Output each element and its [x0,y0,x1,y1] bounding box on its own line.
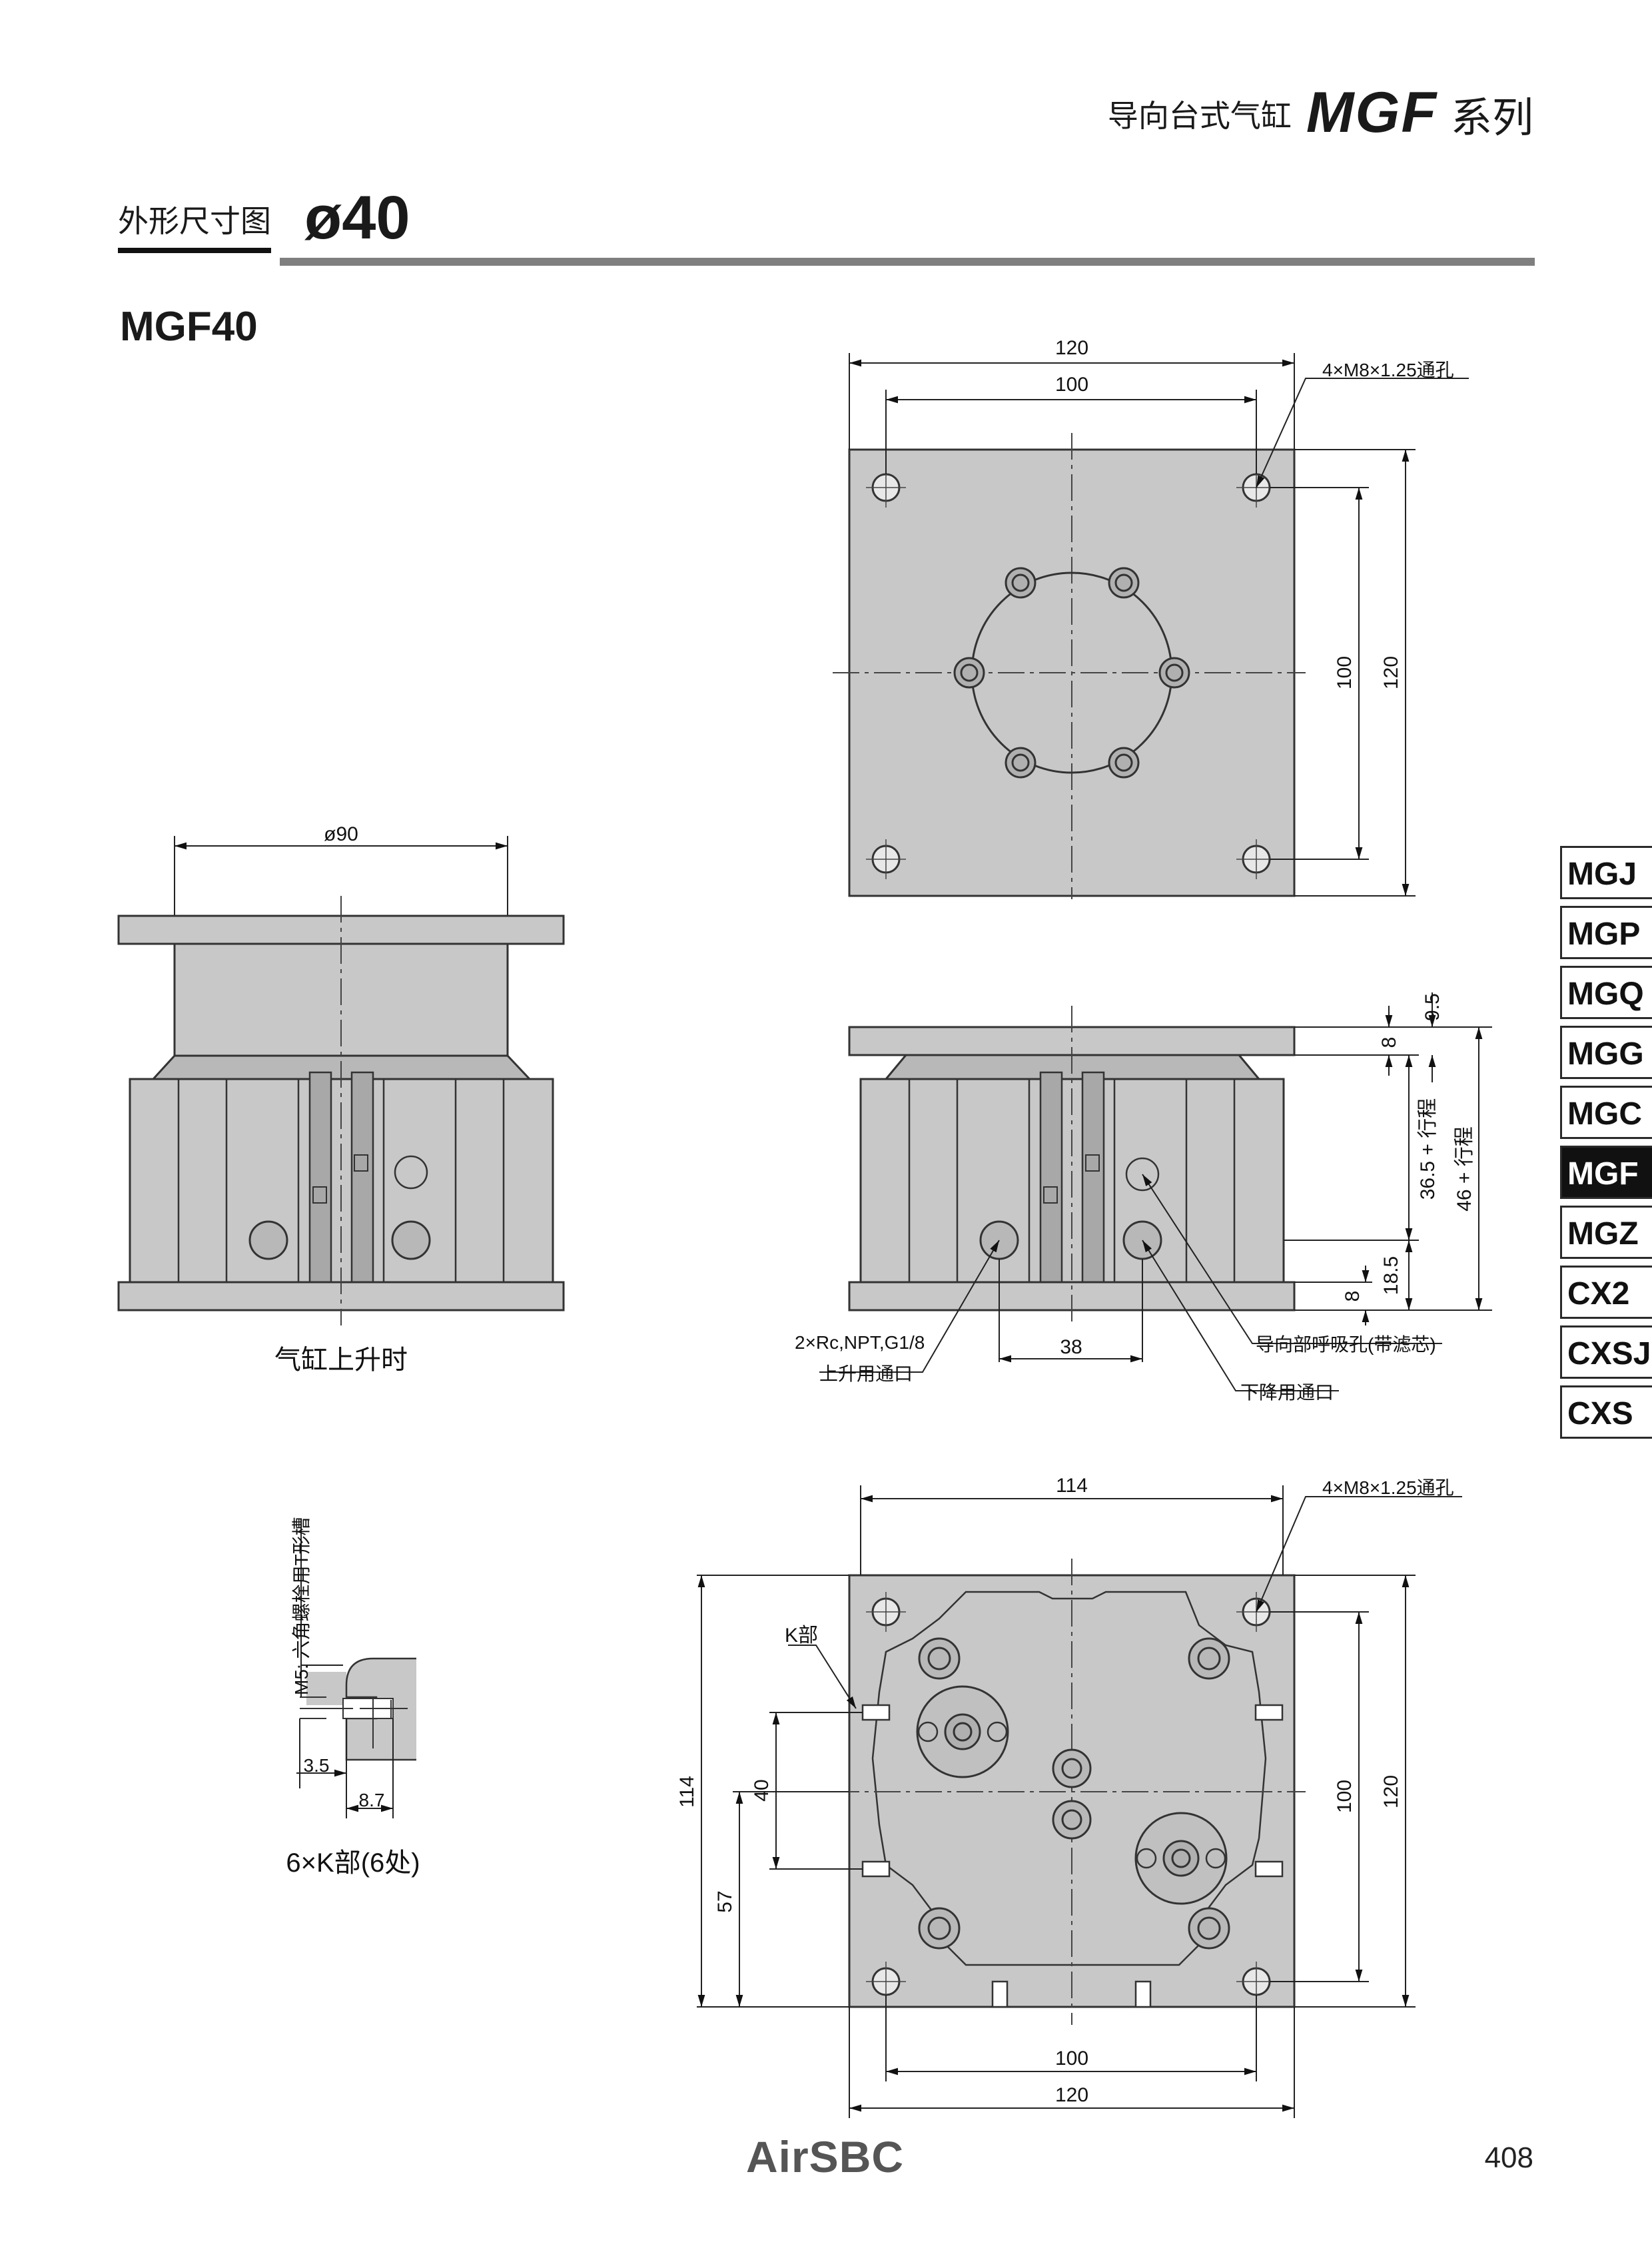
port-up-label: 上升用通口 [819,1363,913,1384]
front-dim-8-bottom: 8 [1342,1291,1364,1302]
slot-detail: M5: 六角螺栓用T形槽 3.5 8.7 [291,1517,416,1818]
port-down-label: 下降用通口 [1240,1382,1334,1403]
slot-dim-3-5: 3.5 [304,1755,330,1776]
top-dim-100: 100 [1055,374,1088,396]
top-dim-120-v: 120 [1380,656,1402,689]
tab-cxsj[interactable]: CXSJ [1560,1325,1652,1379]
top-dim-100-v: 100 [1334,656,1356,689]
slot-dim-8-7: 8.7 [359,1790,385,1810]
section-title: 外形尺寸图 ø40 [118,183,410,253]
bottom-dim-40: 40 [751,1779,773,1801]
bottom-dim-100-right: 100 [1334,1780,1356,1813]
model-title: MGF40 [120,304,258,350]
tab-mgp[interactable]: MGP [1560,906,1652,959]
front-dim-36-5: 36.5 + 行程 [1417,1098,1439,1200]
tab-mgj[interactable]: MGJ [1560,846,1652,899]
series-header: 导向台式气缸 MGF 系列 [1108,80,1533,146]
tab-cx2[interactable]: CX2 [1560,1266,1652,1319]
top-dim-120: 120 [1055,337,1088,359]
port-spec: 2×Rc,NPT,G1/8 [795,1332,925,1353]
front-dim-9-5: 9.5 [1422,993,1444,1021]
lifted-caption: 气缸上升时 [274,1345,408,1375]
tab-mgg[interactable]: MGG [1560,1026,1652,1079]
lifted-view: ø90 [117,823,565,1325]
front-dim-38: 38 [1060,1336,1082,1358]
breather-label: 导向部呼吸孔(带滤芯) [1256,1334,1436,1355]
front-dim-18-5: 18.5 [1380,1256,1402,1295]
front-dim-8-top: 8 [1378,1037,1400,1048]
page-number: 408 [1484,2141,1533,2174]
bottom-dim-114-top: 114 [1056,1475,1088,1497]
series-prefix: 导向台式气缸 [1107,99,1292,133]
top-hole-note: 4×M8×1.25通孔 [1322,360,1454,380]
section-label: 外形尺寸图 [118,197,271,253]
slot-note: M5: 六角螺栓用T形槽 [291,1517,312,1695]
series-model: MGF [1306,81,1438,145]
series-index-tabs: MGJ MGP MGQ MGG MGC MGF MGZ CX2 CXSJ CXS [1560,846,1652,1445]
tab-mgc[interactable]: MGC [1560,1086,1652,1139]
lifted-dim-90: ø90 [324,823,358,845]
bottom-dim-114-left: 114 [676,1776,698,1808]
tab-mgf[interactable]: MGF [1560,1146,1652,1199]
bottom-hole-note: 4×M8×1.25通孔 [1322,1477,1454,1498]
front-view: 9.5 8 36.5 + 行程 46 + 行程 18.5 8 38 2×Rc,N… [795,992,1492,1403]
bottom-dim-120-right: 120 [1380,1775,1402,1808]
k-label: K部 [785,1625,818,1647]
bore-size: ø40 [304,184,410,252]
tab-mgz[interactable]: MGZ [1560,1206,1652,1259]
top-view: 120 100 100 120 4×M8×1.25通孔 [833,337,1469,899]
bottom-dim-57: 57 [714,1890,736,1912]
tab-cxs[interactable]: CXS [1560,1385,1652,1439]
tab-mgq[interactable]: MGQ [1560,966,1652,1019]
front-dim-46: 46 + 行程 [1453,1126,1475,1212]
brand-logo: AirSBC [746,2132,905,2181]
bottom-dim-100-bottom: 100 [1055,2048,1088,2069]
bottom-view: 114 4×M8×1.25通孔 K部 40 57 114 100 120 100… [676,1475,1462,2118]
bottom-dim-120-bottom: 120 [1055,2084,1088,2106]
slot-caption: 6×K部(6处) [286,1848,420,1878]
section-rule [280,258,1535,266]
series-suffix: 系列 [1450,95,1533,141]
